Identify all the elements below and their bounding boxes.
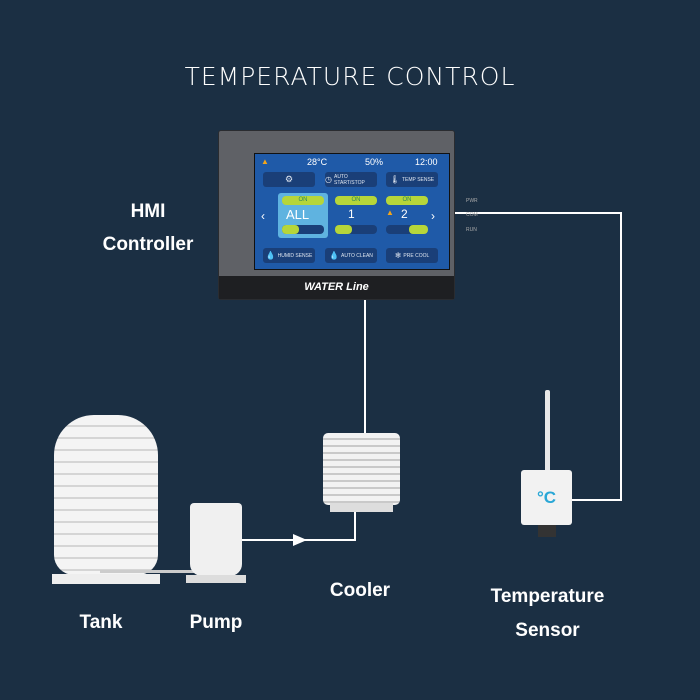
wire-hmi-sensor [453,212,622,214]
button-label: HUMID SENSE [277,252,313,259]
sensor-label-line1: Temperature [490,586,605,607]
sensor-connector [538,525,556,537]
warning-icon: ▲ [261,157,269,166]
hmi-screen: ▲ 28°C 50% 12:00 ⚙ ◷AUTO START/STOP 🌡TEM… [254,153,450,270]
antenna-icon [545,390,550,472]
auto-start-stop-button[interactable]: ◷AUTO START/STOP [325,172,377,187]
led-pwr: PWR [466,198,478,204]
hmi-controller: ▲ 28°C 50% 12:00 ⚙ ◷AUTO START/STOP 🌡TEM… [218,130,478,300]
fan-speed-slider[interactable] [386,225,428,234]
tank-icon [54,415,158,575]
pipe-pump-cooler [354,510,356,541]
thermometer-icon: 🌡 [389,175,400,184]
prev-arrow-icon[interactable]: ‹ [261,209,265,223]
zone-all[interactable]: ON ALL [278,193,328,238]
temperature-readout: 28°C [307,157,328,167]
clock-icon: ◷ [325,175,332,184]
settings-button[interactable]: ⚙ [263,172,315,187]
cooler-label: Cooler [329,580,391,601]
zone-label: 1 [348,207,355,221]
zone-label: ALL [286,207,310,222]
wire-hmi-sensor [620,212,622,501]
next-arrow-icon[interactable]: › [431,209,435,223]
hmi-label: HMI Controller [88,195,208,261]
droplet-icon: 💧 [265,251,276,260]
flow-arrow-icon [293,534,307,546]
tank-base [52,574,160,584]
button-label: AUTO START/STOP [333,173,365,186]
hmi-label-line1: HMI [130,201,166,222]
gear-icon: ⚙ [284,174,294,184]
humidity-readout: 50% [365,157,384,167]
led-run: RUN [466,227,477,233]
pipe-tank-pump [100,570,195,573]
wire-hmi-sensor [572,499,622,501]
cooler-base [330,503,393,512]
zone-on-toggle[interactable]: ON [282,196,324,205]
humid-sense-button[interactable]: 💧HUMID SENSE [263,248,315,263]
led-com: COM [466,212,478,218]
fan-speed-slider[interactable] [282,225,324,234]
page-title: TEMPERATURE CONTROL [184,62,516,91]
pump-label: Pump [189,612,243,633]
sensor-label-line2: Sensor [515,620,580,641]
fan-speed-slider[interactable] [335,225,377,234]
zone-on-toggle[interactable]: ON [335,196,377,205]
button-label: PRE COOL [403,252,430,259]
snowflake-icon: ❄ [394,251,402,260]
hmi-label-line2: Controller [102,234,194,255]
zone-on-toggle[interactable]: ON [386,196,428,205]
cooler-icon [323,433,400,505]
zone-1[interactable]: ON 1 [332,193,380,238]
temperature-sensor: °C [521,470,572,525]
temp-sense-button[interactable]: 🌡TEMP SENSE [386,172,438,187]
auto-clean-button[interactable]: 💧AUTO CLEAN [325,248,377,263]
brand-logo: WATER Line [219,276,454,299]
warning-icon: ▲ [386,208,394,217]
zone-2[interactable]: ON ▲ 2 [383,193,431,238]
pre-cool-button[interactable]: ❄PRE COOL [386,248,438,263]
button-label: TEMP SENSE [402,176,435,183]
wire-hmi-cooler [364,298,366,434]
droplet-icon: 💧 [329,251,340,260]
pump-icon [190,503,242,576]
zone-label: 2 [401,207,408,221]
pump-base [186,575,246,583]
button-label: AUTO CLEAN [341,252,373,259]
tank-label: Tank [79,612,123,633]
clock: 12:00 [415,157,438,167]
